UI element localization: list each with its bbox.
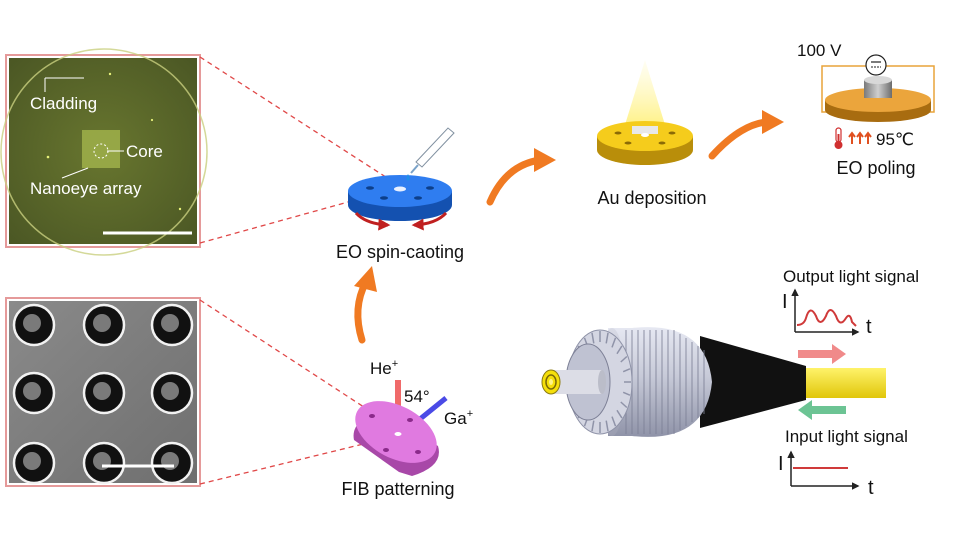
rotation-arrow-right bbox=[411, 211, 448, 231]
arrow-spin-to-au bbox=[486, 156, 544, 206]
arrow-au-to-poling bbox=[708, 118, 770, 160]
fib-angle: 54° bbox=[404, 387, 430, 406]
front-ring-tooth bbox=[591, 420, 595, 432]
label-core: Core bbox=[126, 142, 163, 161]
sem-micrograph-inset bbox=[5, 297, 201, 487]
nanoeye-pointer bbox=[61, 167, 89, 179]
optical-micrograph-inset: Cladding Core Nanoeye array bbox=[0, 48, 208, 256]
arrow-fib-to-spin bbox=[354, 278, 370, 344]
fib-patterning-disc: He+ Ga+ 54° FIB patterning bbox=[341, 358, 473, 499]
output-axis-t: t bbox=[866, 316, 872, 338]
nanoeye-array-patch bbox=[82, 130, 120, 168]
nanoeye-core bbox=[161, 382, 179, 400]
ferrule bbox=[551, 370, 602, 394]
ga-ion-label: Ga+ bbox=[444, 408, 473, 428]
nanoeye-core bbox=[93, 314, 111, 332]
output-axis-i: I bbox=[782, 291, 788, 313]
step-eo-poling: EO poling bbox=[836, 158, 915, 178]
au-deposition-disc: Au deposition bbox=[597, 60, 707, 208]
voltage-source-icon bbox=[865, 54, 887, 76]
output-waveform bbox=[796, 309, 857, 327]
poling-voltage: 100 V bbox=[797, 41, 842, 60]
rotation-arrow-left bbox=[354, 211, 391, 231]
front-ring-tooth bbox=[605, 332, 609, 344]
front-ring-tooth bbox=[622, 368, 631, 373]
front-ring-tooth bbox=[591, 332, 595, 344]
cladding-ring bbox=[0, 48, 208, 256]
front-ring-tooth bbox=[611, 416, 617, 427]
deposition-beam bbox=[624, 60, 666, 128]
input-axis-t: t bbox=[868, 477, 874, 499]
nanoeye-core bbox=[93, 382, 111, 400]
spin-coating-disc: EO spin-caoting bbox=[336, 127, 464, 262]
fiber-connector bbox=[541, 327, 886, 437]
nanoeye-core bbox=[23, 314, 41, 332]
front-ring-tooth bbox=[611, 337, 617, 348]
eo-poling-setup: 100 V 95℃ EO poling bbox=[797, 41, 935, 178]
connector-boot bbox=[700, 336, 806, 428]
front-ring-tooth bbox=[605, 420, 609, 432]
front-ring-tooth bbox=[622, 391, 631, 396]
nanoeye-core bbox=[23, 382, 41, 400]
heat-arrows-icon bbox=[848, 131, 872, 144]
step-fib-patterning: FIB patterning bbox=[341, 479, 454, 499]
step-au-deposition: Au deposition bbox=[597, 188, 706, 208]
label-cladding: Cladding bbox=[30, 94, 97, 113]
input-signal-label: Input light signal bbox=[785, 427, 908, 446]
input-axis-i: I bbox=[778, 453, 784, 475]
output-direction-arrow bbox=[798, 344, 846, 364]
front-ring-tooth bbox=[616, 345, 623, 355]
front-ring-tooth bbox=[616, 409, 623, 419]
pipette-icon bbox=[406, 127, 455, 181]
nanoeye-core bbox=[23, 452, 41, 470]
he-ion-label: He+ bbox=[370, 358, 398, 378]
front-ring-tooth bbox=[620, 355, 628, 363]
output-signal-plot: Output light signal I t bbox=[782, 267, 919, 338]
thermometer-icon bbox=[834, 127, 843, 149]
poling-electrode bbox=[864, 80, 892, 98]
front-ring-tooth bbox=[620, 401, 628, 409]
nanoeye-core bbox=[161, 314, 179, 332]
label-nanoeye-array: Nanoeye array bbox=[30, 179, 142, 198]
step-spin-coating: EO spin-caoting bbox=[336, 242, 464, 262]
input-signal-plot: Input light signal I t bbox=[778, 427, 908, 499]
output-signal-label: Output light signal bbox=[783, 267, 919, 286]
poling-temperature: 95℃ bbox=[876, 130, 914, 149]
input-direction-arrow bbox=[798, 400, 846, 420]
